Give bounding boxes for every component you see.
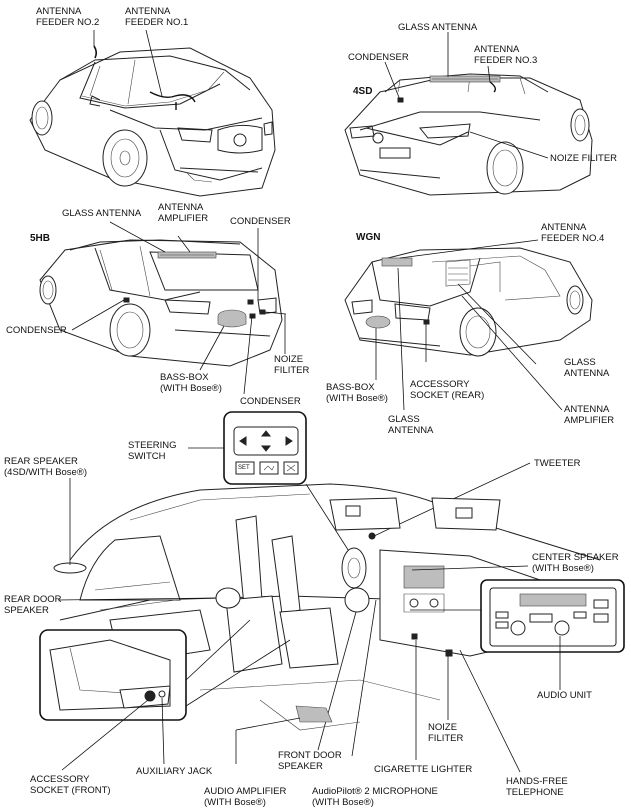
car-5hb-rear-view: [39, 221, 287, 395]
label-antenna-feeder-3: ANTENNA FEEDER NO.3: [474, 44, 538, 66]
label-noize-filiter-4sd: NOIZE FILITER: [550, 153, 618, 164]
label-accessory-socket-rear: ACCESSORY SOCKET (REAR): [410, 379, 485, 401]
car-4sd-rear-view: [344, 32, 593, 196]
label-cigarette-lighter: CIGARETTE LIGHTER: [374, 764, 473, 775]
label-antenna-amplifier-wgn: ANTENNA AMPLIFIER: [564, 404, 615, 426]
car-wgn-rear-view: [344, 239, 593, 411]
label-condenser-5hb-bottom: CONDENSER: [240, 396, 301, 407]
label-steering-switch: STEERING SWITCH: [128, 440, 177, 462]
car-front-view: [29, 29, 276, 197]
label-condenser-4sd: CONDENSER: [348, 52, 409, 63]
label-glass-antenna-wgn-bottom: GLASS ANTENNA: [388, 414, 434, 436]
audio-unit-callout: [410, 579, 625, 690]
accessory-socket-callout: [39, 619, 291, 771]
label-audiopilot-microphone: AudioPilot® 2 MICROPHONE (WITH Bose®): [312, 786, 438, 808]
section-label-wgn: WGN: [356, 232, 381, 243]
label-auxiliary-jack: AUXILIARY JACK: [136, 766, 213, 777]
label-center-speaker: CENTER SPEAKER (WITH Bose®): [532, 552, 619, 574]
label-antenna-feeder-2: ANTENNA FEEDER NO.2: [36, 6, 100, 28]
label-noize-filiter-5hb: NOIZE FILITER: [274, 354, 310, 376]
label-condenser-5hb-left: CONDENSER: [6, 325, 67, 336]
label-glass-antenna-5hb: GLASS ANTENNA: [62, 208, 142, 219]
label-audio-amplifier: AUDIO AMPLIFIER (WITH Bose®): [204, 786, 287, 808]
label-glass-antenna-4sd: GLASS ANTENNA: [398, 22, 478, 33]
steering-switch-callout: [188, 411, 353, 557]
label-antenna-feeder-1: ANTENNA FEEDER NO.1: [125, 6, 189, 28]
label-rear-door-speaker: REAR DOOR SPEAKER: [4, 594, 62, 616]
label-front-door-speaker: FRONT DOOR SPEAKER: [278, 750, 342, 772]
label-bass-box-wgn: BASS-BOX (WITH Bose®): [326, 382, 388, 404]
label-bass-box-5hb: BASS-BOX (WITH Bose®): [160, 372, 222, 394]
label-hands-free-telephone: HANDS-FREE TELEPHONE: [506, 776, 568, 798]
label-antenna-feeder-4: ANTENNA FEEDER NO.4: [541, 222, 605, 244]
section-label-5hb: 5HB: [30, 233, 51, 244]
label-condenser-5hb-top: CONDENSER: [230, 216, 291, 227]
label-audio-unit: AUDIO UNIT: [537, 690, 592, 701]
section-label-4sd: 4SD: [353, 86, 373, 97]
label-rear-speaker: REAR SPEAKER (4SD/WITH Bose®): [4, 456, 88, 478]
label-antenna-amplifier-5hb: ANTENNA AMPLIFIER: [158, 202, 209, 224]
label-glass-antenna-wgn-right: GLASS ANTENNA: [564, 357, 610, 379]
steering-set-button-label: SET: [238, 465, 250, 471]
label-tweeter: TWEETER: [534, 458, 581, 469]
label-noize-filiter-interior: NOIZE FILITER: [428, 722, 464, 744]
label-accessory-socket-front: ACCESSORY SOCKET (FRONT): [30, 774, 111, 796]
